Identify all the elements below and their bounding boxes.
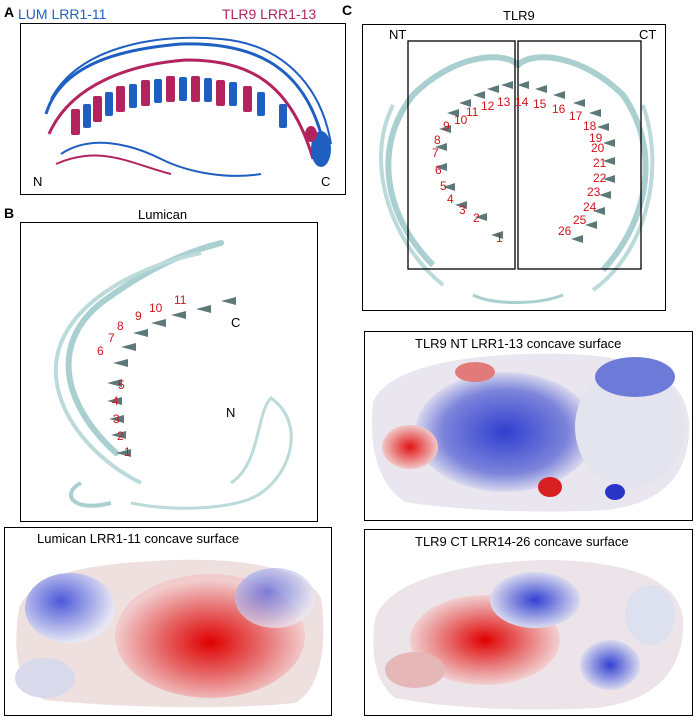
lumican-surface-box: Lumican LRR1-11 concave surface — [4, 527, 332, 716]
tlr9-title: TLR9 — [503, 8, 535, 23]
lum-legend: LUM LRR1-11 — [18, 6, 107, 22]
panel-a-c-label: C — [321, 174, 331, 189]
tlr9-repeat-7: 7 — [432, 146, 439, 160]
tlr9-nt-label: NT — [389, 27, 407, 42]
tlr9-repeat-4: 4 — [447, 192, 454, 206]
tlr9-nt-surface-title: TLR9 NT LRR1-13 concave surface — [415, 336, 622, 351]
tlr9-repeat-12: 12 — [481, 99, 495, 113]
tlr9-repeat-24: 24 — [583, 200, 597, 214]
tlr9-repeat-14: 14 — [515, 95, 529, 109]
tlr9-repeat-21: 21 — [593, 156, 607, 170]
tlr9-repeat-5: 5 — [440, 179, 447, 193]
tlr9-repeat-20: 20 — [591, 141, 605, 155]
tlr9-ct-label: CT — [639, 27, 657, 42]
tlr9-ct-surface-box: TLR9 CT LRR14-26 concave surface — [364, 529, 693, 716]
tlr9-repeat-9: 9 — [443, 119, 450, 133]
lumican-repeat-9: 9 — [135, 309, 142, 323]
lumican-repeat-1: 1 — [124, 445, 131, 459]
tlr9-legend: TLR9 LRR1-13 — [222, 6, 317, 22]
panel-b-letter: B — [4, 205, 15, 221]
lumican-surface-image — [15, 559, 324, 708]
tlr9-ct-surface-title: TLR9 CT LRR14-26 concave surface — [415, 534, 629, 549]
lumican-ribbon — [53, 240, 293, 510]
tlr9-ct-surface-image — [373, 560, 684, 710]
lumican-c-label: C — [231, 315, 241, 330]
tlr9-repeat-11: 11 — [466, 105, 479, 119]
tlr9-repeat-19: 19 — [589, 131, 603, 145]
tlr9-repeat-10: 10 — [454, 113, 468, 127]
lumican-title: Lumican — [138, 207, 188, 222]
tlr9-repeat-18: 18 — [583, 119, 597, 133]
tlr9-repeat-1: 1 — [496, 231, 503, 245]
tlr9-repeat-15: 15 — [533, 97, 547, 111]
tlr9-repeat-6: 6 — [435, 163, 442, 177]
lumican-repeat-4: 4 — [112, 394, 119, 408]
lumican-n-label: N — [226, 405, 236, 420]
lumican-repeat-5: 5 — [118, 378, 125, 392]
lumican-repeat-3: 3 — [113, 412, 120, 426]
tlr9-nt-surface-box: TLR9 NT LRR1-13 concave surface — [364, 331, 693, 521]
tlr9-structure-box: NT CT 1 2 3 4 5 6 7 8 9 10 11 12 13 14 1… — [362, 24, 666, 311]
tlr9-repeat-26: 26 — [558, 224, 572, 238]
lumican-repeat-8: 8 — [117, 319, 124, 333]
lumican-repeat-6: 6 — [97, 344, 104, 358]
tlr9-repeat-2: 2 — [473, 211, 480, 225]
tlr9-repeat-17: 17 — [569, 109, 583, 123]
lumican-repeat-10: 10 — [149, 301, 163, 315]
lumican-surface-title: Lumican LRR1-11 concave surface — [37, 531, 240, 546]
lumican-repeat-7: 7 — [108, 331, 115, 345]
tlr9-repeat-23: 23 — [587, 185, 601, 199]
tlr9-repeat-3: 3 — [459, 203, 466, 217]
panel-a-letter: A — [4, 4, 15, 20]
tlr9-repeat-22: 22 — [593, 171, 607, 185]
tlr9-repeat-25: 25 — [573, 213, 587, 227]
lumican-repeat-2: 2 — [117, 429, 124, 443]
tlr9-ribbon — [379, 40, 655, 304]
tlr9-nt-surface-image — [371, 353, 690, 512]
panel-c-letter: C — [342, 2, 353, 18]
lumican-repeat-11: 11 — [174, 293, 187, 307]
panel-a-n-label: N — [33, 174, 43, 189]
tlr9-repeat-8: 8 — [434, 133, 441, 147]
tlr9-repeat-16: 16 — [552, 102, 566, 116]
lum-tlr9-overlay-ribbon — [44, 36, 332, 177]
lumican-structure-box: 1 2 3 4 5 6 7 8 9 10 11 C N — [20, 222, 318, 522]
panel-a-structure-box: N C — [20, 23, 346, 195]
tlr9-repeat-13: 13 — [497, 95, 511, 109]
